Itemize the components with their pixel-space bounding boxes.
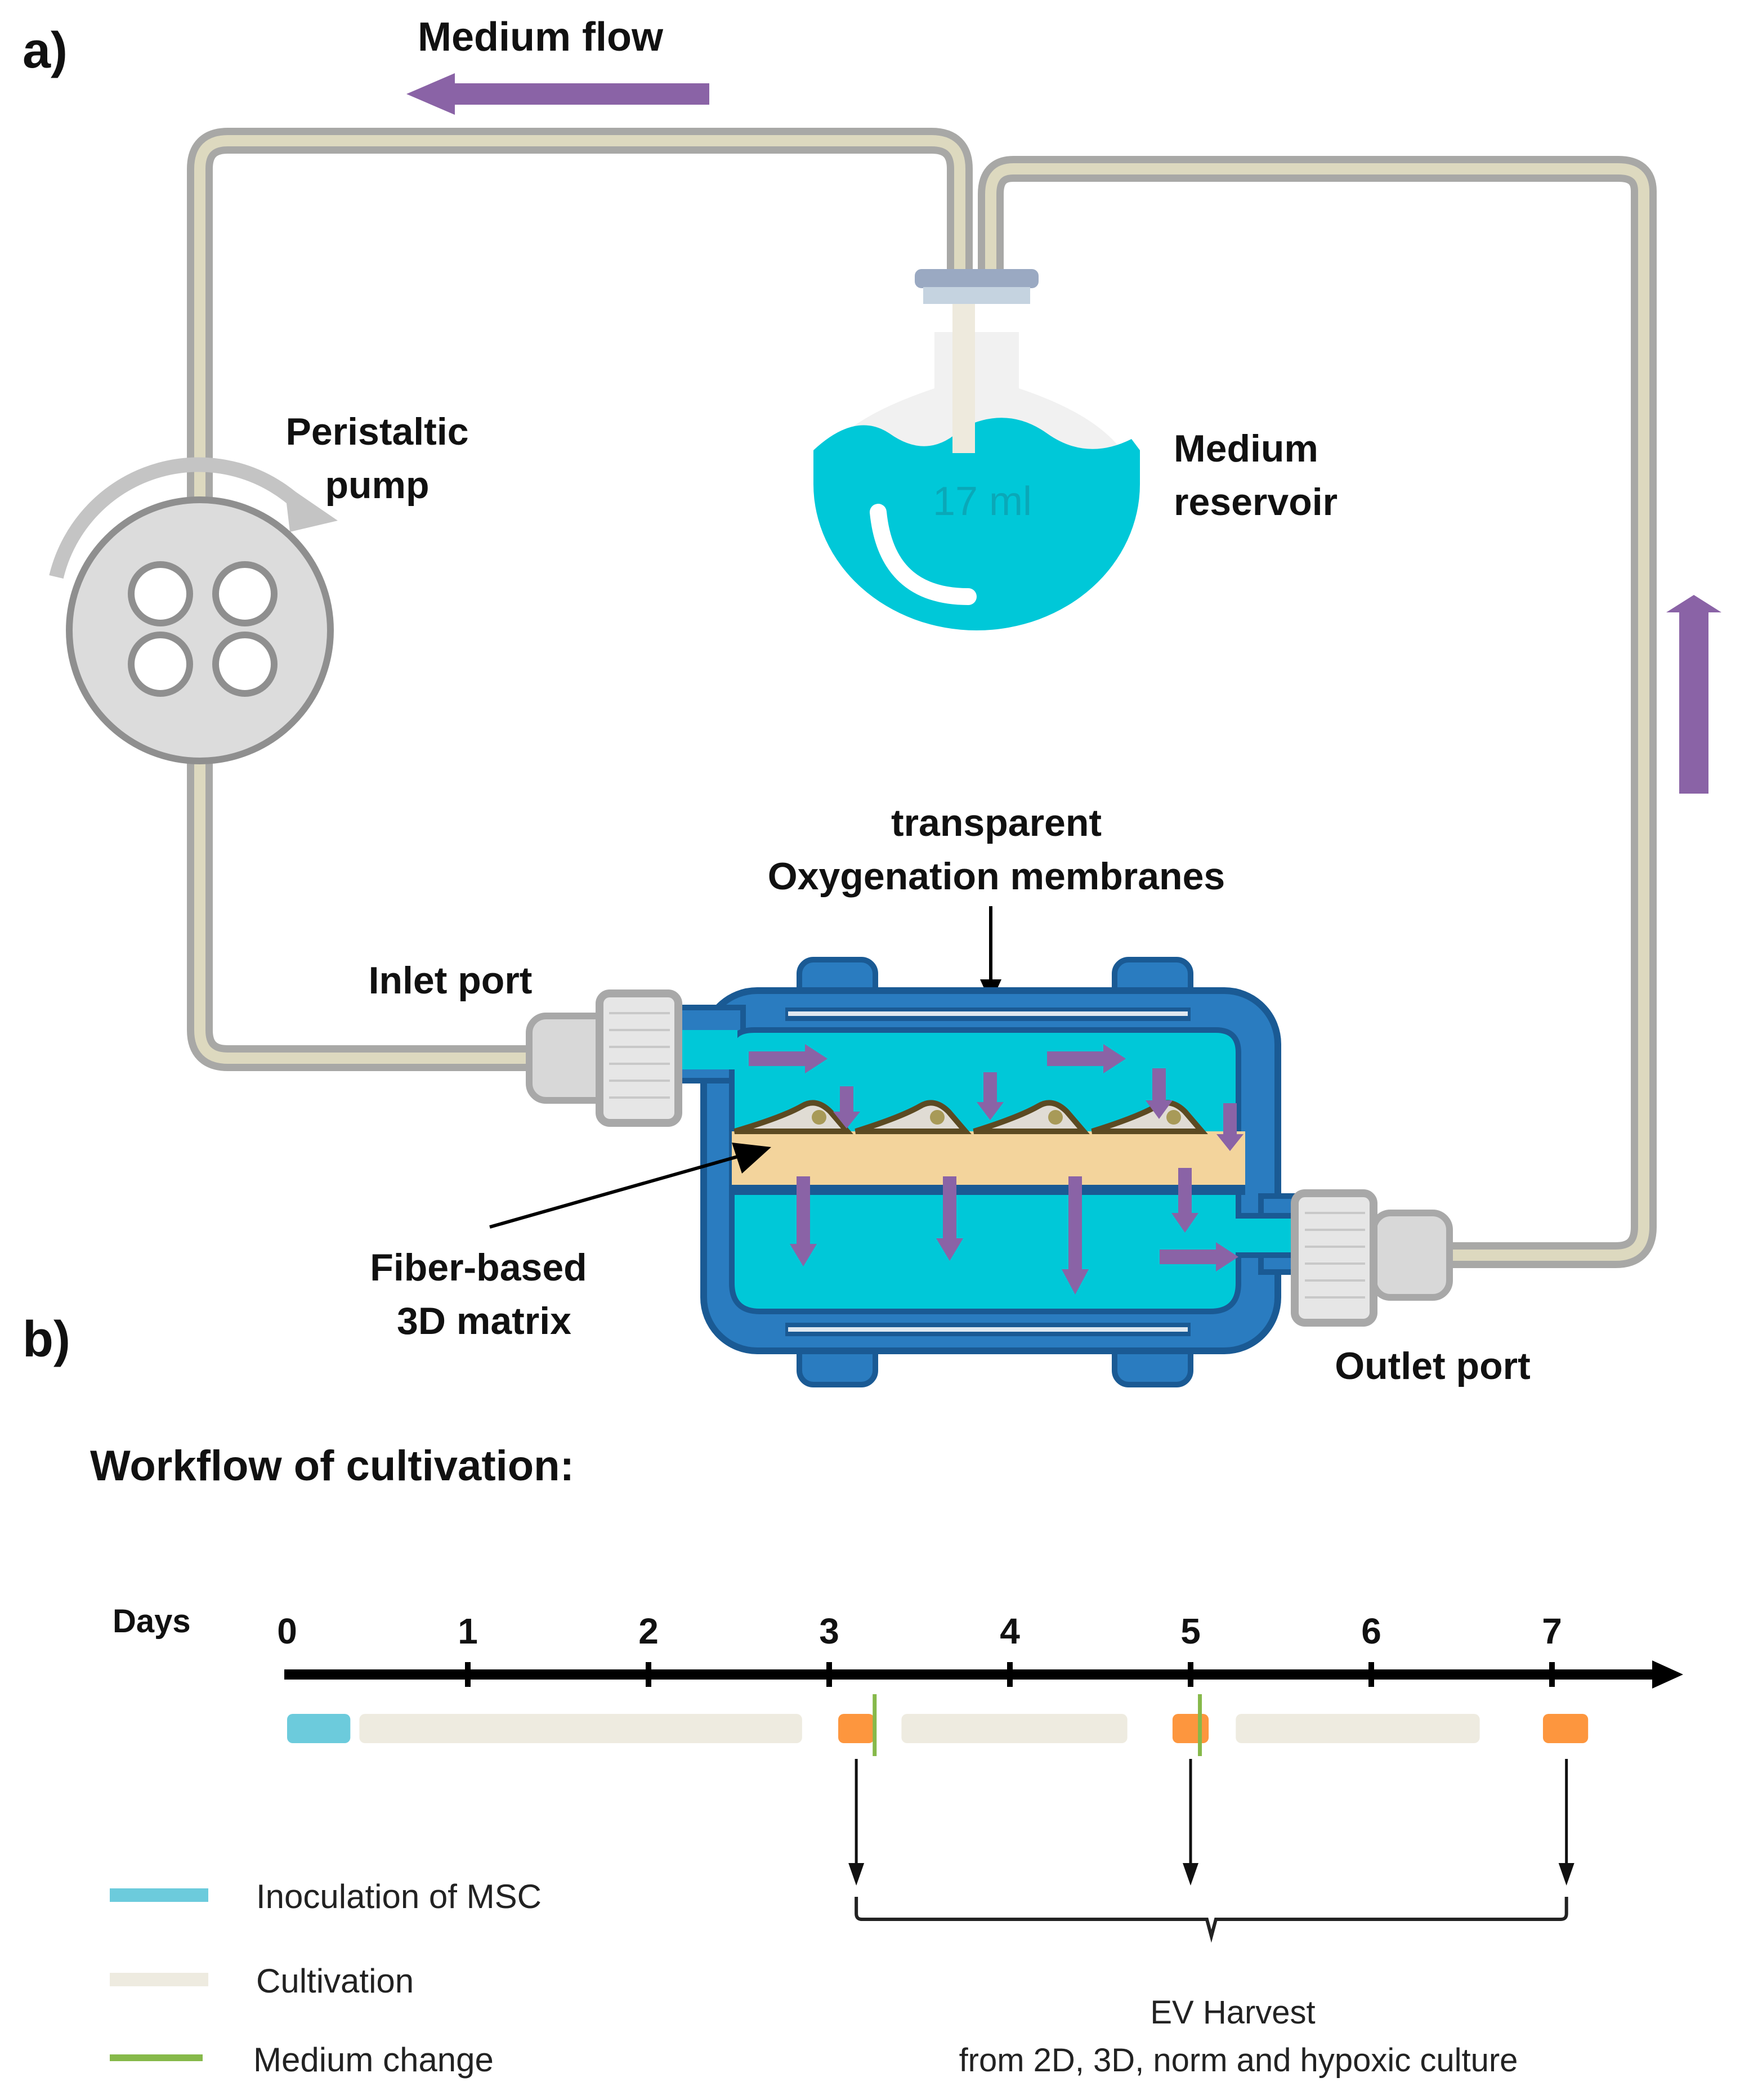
flow-arrow-up-icon bbox=[1666, 595, 1721, 794]
day-tick bbox=[1188, 1662, 1193, 1687]
outlet-port-label: Outlet port bbox=[1335, 1345, 1531, 1387]
segment-cultivation bbox=[1236, 1714, 1480, 1743]
peristaltic-pump bbox=[49, 457, 338, 764]
membrane-label-line2: Oxygenation membranes bbox=[768, 855, 1225, 898]
medium-reservoir-flask: 17 ml bbox=[813, 269, 1140, 630]
tubing-right-loop bbox=[978, 156, 1657, 1268]
day-tick bbox=[1007, 1662, 1013, 1687]
day-tick-label: 6 bbox=[1361, 1611, 1381, 1651]
legend-label-inoculation: Inoculation of MSC bbox=[256, 1878, 542, 1915]
pump-label-line1: Peristaltic bbox=[285, 410, 468, 453]
harvest-label-line2: from 2D, 3D, norm and hypoxic culture bbox=[959, 2042, 1518, 2079]
segment-inoculation bbox=[287, 1714, 351, 1743]
legend-swatch-medium-change bbox=[110, 2054, 203, 2061]
rotation-arrow-icon bbox=[49, 457, 310, 579]
harvest-arrowhead-icon bbox=[1558, 1863, 1575, 1886]
inlet-port-label: Inlet port bbox=[369, 959, 533, 1002]
legend-label-medium-change: Medium change bbox=[253, 2041, 494, 2079]
segment-harvest bbox=[1542, 1714, 1589, 1743]
reservoir-volume: 17 ml bbox=[933, 479, 1032, 524]
membrane-label-line1: transparent bbox=[891, 802, 1102, 844]
internal-flow-arrows-icon bbox=[749, 1044, 1244, 1295]
harvest-label-line1: EV Harvest bbox=[1150, 1994, 1315, 2031]
segment-cultivation bbox=[901, 1714, 1128, 1743]
panel-b-label: b) bbox=[23, 1311, 70, 1368]
day-tick-label: 7 bbox=[1542, 1611, 1562, 1651]
day-tick-label: 1 bbox=[458, 1611, 478, 1651]
day-tick-label: 2 bbox=[638, 1611, 659, 1651]
day-tick bbox=[646, 1662, 651, 1687]
medium-flow-label: Medium flow bbox=[418, 15, 664, 60]
day-tick-label: 4 bbox=[1000, 1611, 1020, 1651]
matrix-label-line1: Fiber-based bbox=[370, 1246, 587, 1289]
legend-swatch-cultivation bbox=[110, 1973, 208, 1986]
segment-harvest bbox=[1172, 1714, 1209, 1743]
day-tick bbox=[465, 1662, 471, 1687]
pump-label-line2: pump bbox=[325, 464, 429, 507]
reservoir-label-line2: reservoir bbox=[1174, 481, 1338, 523]
legend-label-cultivation: Cultivation bbox=[256, 1962, 414, 2000]
days-axis-label: Days bbox=[113, 1603, 191, 1640]
medium-change-marker bbox=[1198, 1694, 1202, 1756]
segment-harvest bbox=[838, 1714, 875, 1743]
reservoir-label-line1: Medium bbox=[1174, 427, 1318, 470]
medium-change-marker bbox=[873, 1694, 877, 1756]
timeline: Days 0 1 2 3 4 5 6 7 EV Harvest from 2D, 3D, no… bbox=[113, 1603, 1683, 2079]
workflow-title: Workflow of cultivation: bbox=[90, 1442, 574, 1490]
panel-a-label: a) bbox=[23, 23, 68, 79]
timeline-arrowhead-icon bbox=[1652, 1660, 1683, 1689]
day-tick bbox=[826, 1662, 832, 1687]
flow-arrow-left-icon bbox=[406, 73, 709, 115]
bioreactor bbox=[526, 957, 1453, 1387]
harvest-brace bbox=[855, 1897, 1568, 1943]
day-tick-label: 0 bbox=[277, 1611, 297, 1651]
matrix-label-line2: 3D matrix bbox=[397, 1300, 571, 1342]
day-tick bbox=[1368, 1662, 1374, 1687]
harvest-arrowhead-icon bbox=[1183, 1863, 1198, 1886]
day-tick-label: 5 bbox=[1180, 1611, 1201, 1651]
legend: Inoculation of MSC Cultivation Medium ch… bbox=[110, 1878, 542, 2079]
day-tick bbox=[1549, 1662, 1555, 1687]
legend-swatch-inoculation bbox=[110, 1888, 208, 1902]
harvest-arrowhead-icon bbox=[848, 1863, 865, 1886]
day-tick-label: 3 bbox=[819, 1611, 839, 1651]
matrix-pointer-arrow-icon bbox=[489, 1143, 771, 1229]
tubing-left-loop bbox=[187, 128, 973, 1071]
segment-cultivation bbox=[359, 1714, 802, 1743]
cells bbox=[733, 1100, 1208, 1134]
